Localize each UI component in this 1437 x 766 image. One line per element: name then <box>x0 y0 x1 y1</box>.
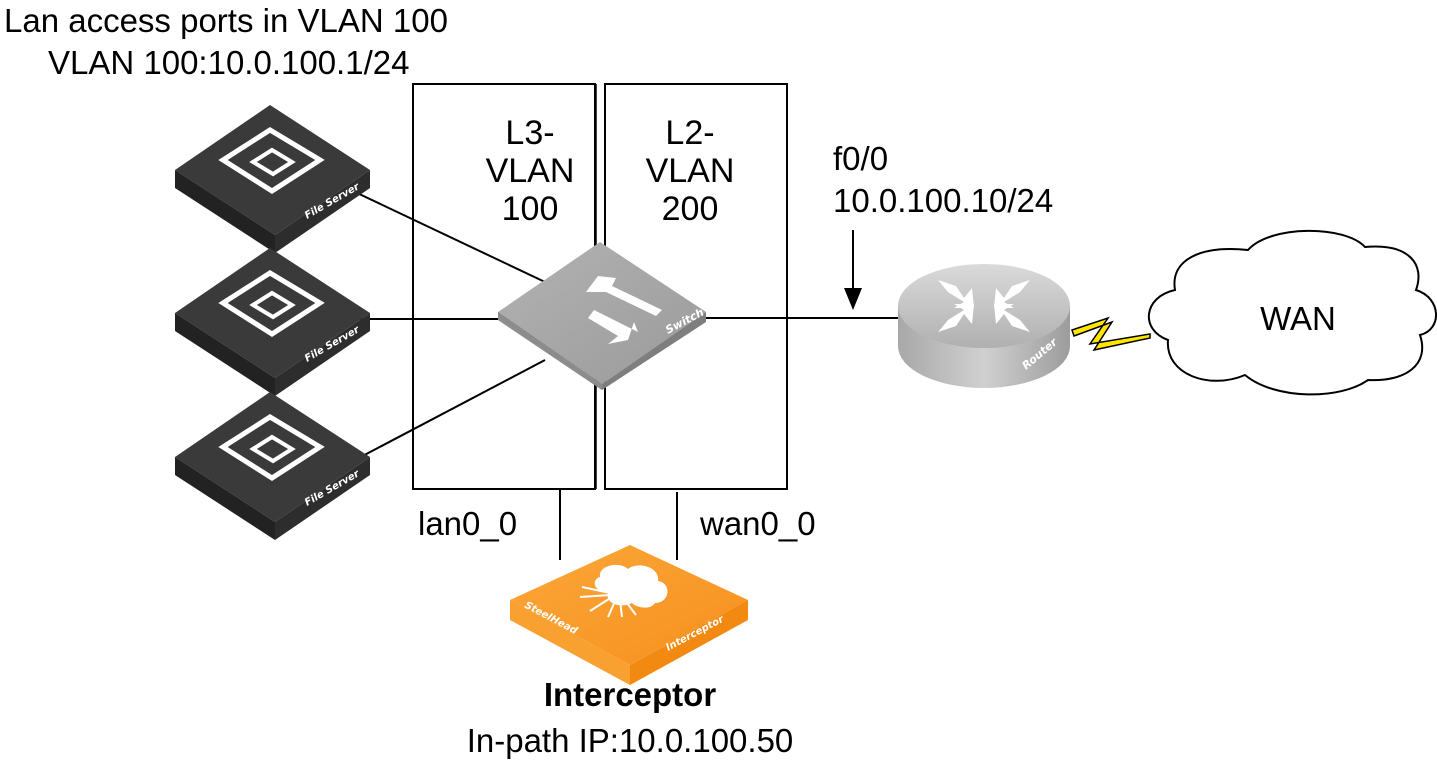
folder-icon <box>218 414 325 481</box>
vlan-l3-line2: VLAN <box>485 152 575 190</box>
wan-port-label: wan0_0 <box>700 505 816 542</box>
lan-port-label: lan0_0 <box>418 505 518 542</box>
router[interactable]: Router <box>898 264 1070 388</box>
switch-arrows-icon <box>586 276 662 344</box>
folder-icon <box>218 127 325 194</box>
cloud-broadcast-icon <box>579 564 668 618</box>
vlan-l3-line1: L3- <box>505 114 555 152</box>
interceptor-appliance[interactable]: SteelHead Interceptor <box>510 545 748 685</box>
vlan-box-l3-label: L3- VLAN 100 <box>470 114 590 228</box>
link-fs1-switch <box>354 191 546 283</box>
wan-label: WAN <box>1260 300 1336 337</box>
title-line-1: Lan access ports in VLAN 100 <box>4 2 448 39</box>
wan-cloud[interactable] <box>1148 229 1437 396</box>
vlan-l2-line2: VLAN <box>645 152 735 190</box>
file-server-3[interactable]: File Server <box>175 392 370 540</box>
file-server-2[interactable]: File Server <box>175 248 370 396</box>
serial-link-lightning-icon <box>1071 316 1151 352</box>
title-line-2: VLAN 100:10.0.100.1/24 <box>48 44 410 81</box>
file-server-1[interactable]: File Server <box>175 105 370 253</box>
switch[interactable]: Switch <box>498 242 706 390</box>
vlan-box-l2-label: L2- VLAN 200 <box>630 114 750 228</box>
folder-icon <box>218 270 325 337</box>
vlan-l3-line3: 100 <box>501 190 559 228</box>
link-fs3-switch <box>354 359 546 461</box>
interceptor-title: Interceptor <box>543 676 717 713</box>
interceptor-inpath-ip: In-path IP:10.0.100.50 <box>466 722 794 759</box>
router-interface-name: f0/0 <box>833 140 889 177</box>
interface-pointer-arrow <box>844 230 862 310</box>
vlan-l2-line1: L2- <box>665 114 715 152</box>
vlan-l2-line3: 200 <box>661 190 719 228</box>
router-interface-ip: 10.0.100.10/24 <box>833 182 1054 219</box>
router-arrows-icon <box>938 280 1030 332</box>
